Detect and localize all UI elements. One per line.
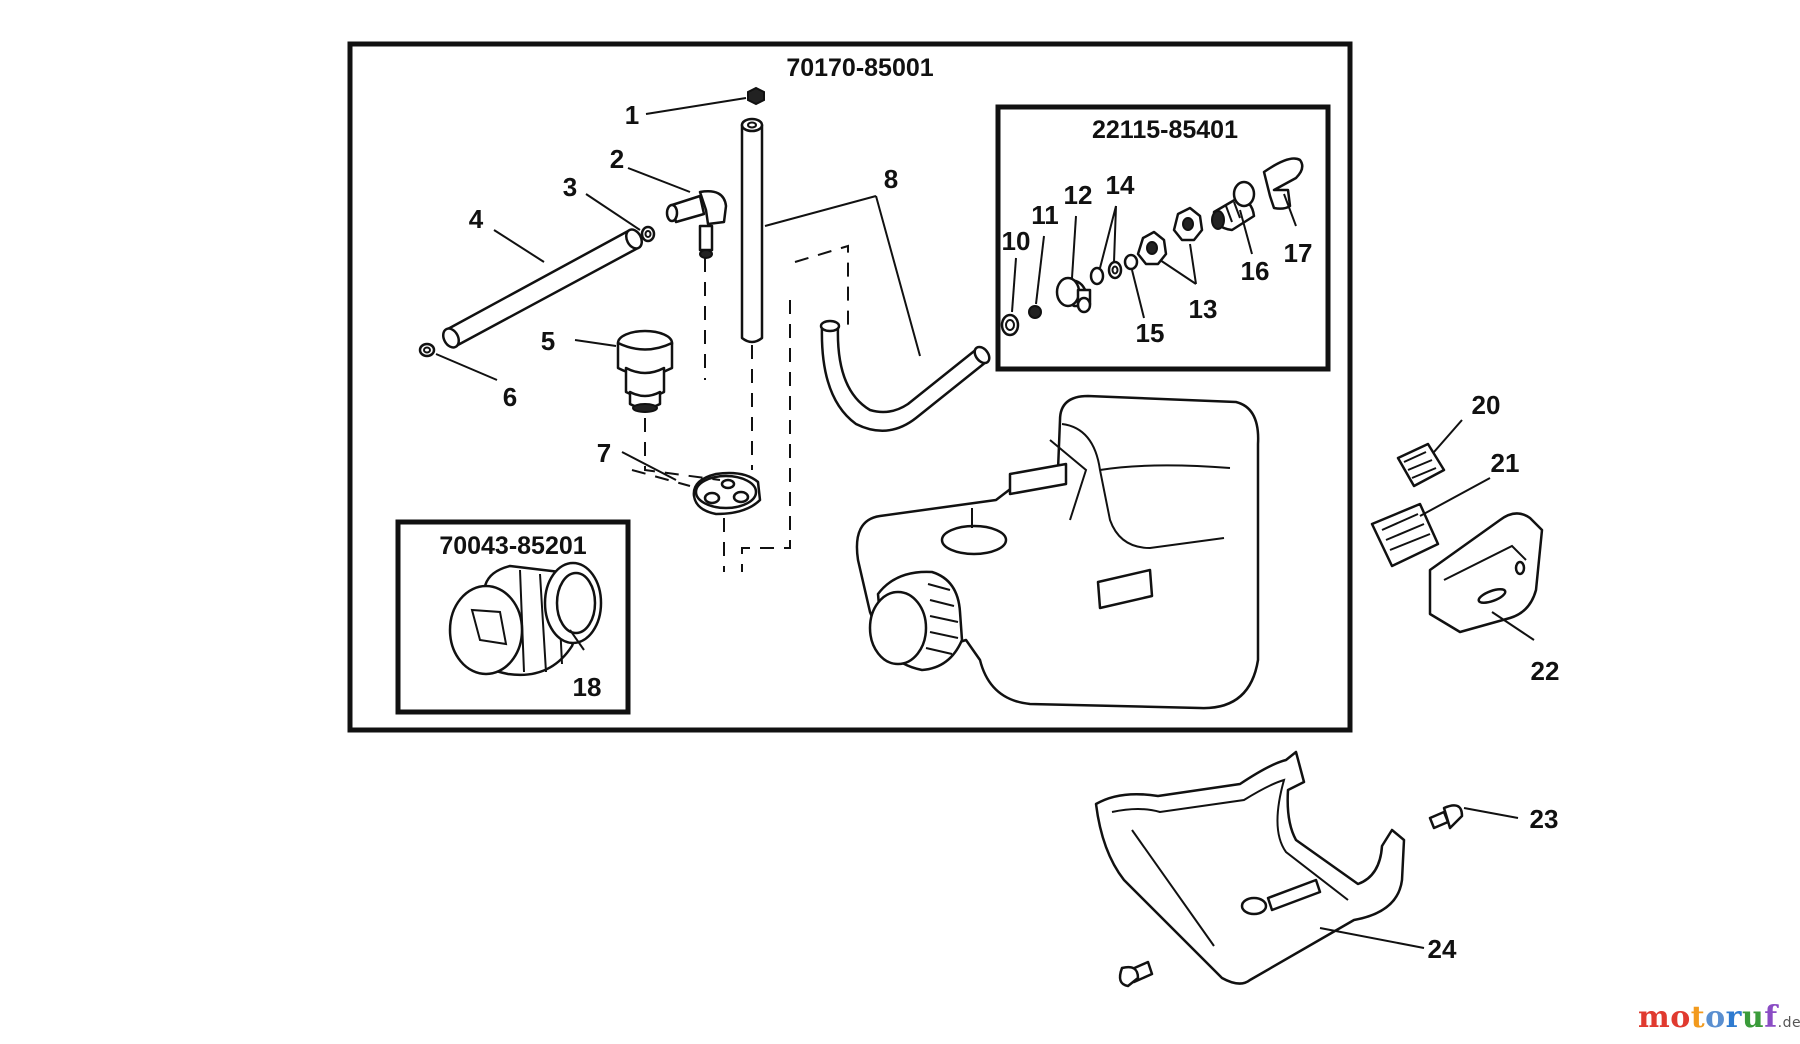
watermark-part-4: r [1725, 1000, 1742, 1035]
part-23-screw [1428, 804, 1464, 830]
callout-12: 12 [1064, 180, 1093, 210]
site-watermark-logo: motoruf.de [1638, 1000, 1800, 1035]
callout-20: 20 [1472, 390, 1501, 420]
valve-kit-number: 22115-85401 [1092, 116, 1238, 144]
watermark-part-1: mo [1638, 1000, 1691, 1035]
callout-3: 3 [563, 172, 577, 202]
part-8-vertical-tube [740, 117, 764, 344]
part-20-small-plate [1396, 442, 1446, 488]
part-6-small-grommet [418, 342, 436, 358]
callout-numbers: 1 2 3 4 5 6 7 8 10 11 12 13 14 15 16 17 … [469, 100, 1560, 964]
fuel-tank [855, 394, 1260, 710]
callout-24: 24 [1428, 934, 1457, 964]
callout-13: 13 [1189, 294, 1218, 324]
part-16-valve-stem [1211, 180, 1256, 232]
part-22-bracket [1428, 512, 1544, 634]
watermark-part-5: u [1741, 1000, 1765, 1035]
part-17-retaining-clip [1262, 157, 1304, 210]
part-21-gasket [1370, 502, 1440, 568]
callout-21: 21 [1491, 448, 1520, 478]
leader-lines [435, 97, 1535, 949]
part-2-elbow-fitting [665, 190, 728, 259]
callout-11: 11 [1031, 200, 1059, 230]
part-1-cap-nut [747, 86, 765, 106]
callout-23: 23 [1530, 804, 1559, 834]
callout-17: 17 [1284, 238, 1313, 268]
callout-4: 4 [469, 204, 484, 234]
cap-kit-number: 70043-85201 [439, 532, 586, 560]
watermark-part-3: o [1705, 1000, 1726, 1035]
callout-8: 8 [884, 164, 898, 194]
watermark-tld: .de [1777, 1015, 1800, 1031]
part-24-tank-frame [1094, 750, 1406, 988]
callout-22: 22 [1531, 656, 1560, 686]
part-13-gear-rotors [1136, 206, 1204, 266]
callout-1: 1 [625, 100, 639, 130]
callout-5: 5 [541, 326, 555, 356]
part-11-small-nut [1028, 305, 1042, 319]
part-4-fuel-hose [441, 228, 644, 349]
watermark-part-6: f [1764, 1000, 1778, 1035]
callout-2: 2 [610, 144, 624, 174]
part-8-return-hose [819, 319, 991, 432]
main-kit-frame [347, 41, 1353, 733]
valve-kit-frame [995, 104, 1331, 372]
part-7-tank-grommet [692, 471, 762, 516]
part-12-valve-body [1055, 276, 1092, 314]
callout-6: 6 [503, 382, 517, 412]
callout-7: 7 [597, 438, 611, 468]
part-14-washers [1089, 260, 1123, 286]
callout-15: 15 [1136, 318, 1165, 348]
callout-10: 10 [1002, 226, 1031, 256]
assembly-lines [631, 244, 849, 572]
part-15-o-ring [1123, 253, 1139, 271]
part-18-cap-gasket [543, 561, 603, 645]
part-5-vent-filter [616, 329, 674, 413]
main-kit-number: 70170-85001 [786, 54, 933, 82]
part-10-o-ring [1000, 313, 1020, 337]
part-3-small-grommet [640, 225, 656, 243]
callout-16: 16 [1241, 256, 1270, 286]
callout-18: 18 [573, 672, 602, 702]
cap-kit-frame [395, 519, 631, 715]
callout-14: 14 [1106, 170, 1135, 200]
watermark-part-2: t [1690, 1000, 1706, 1035]
